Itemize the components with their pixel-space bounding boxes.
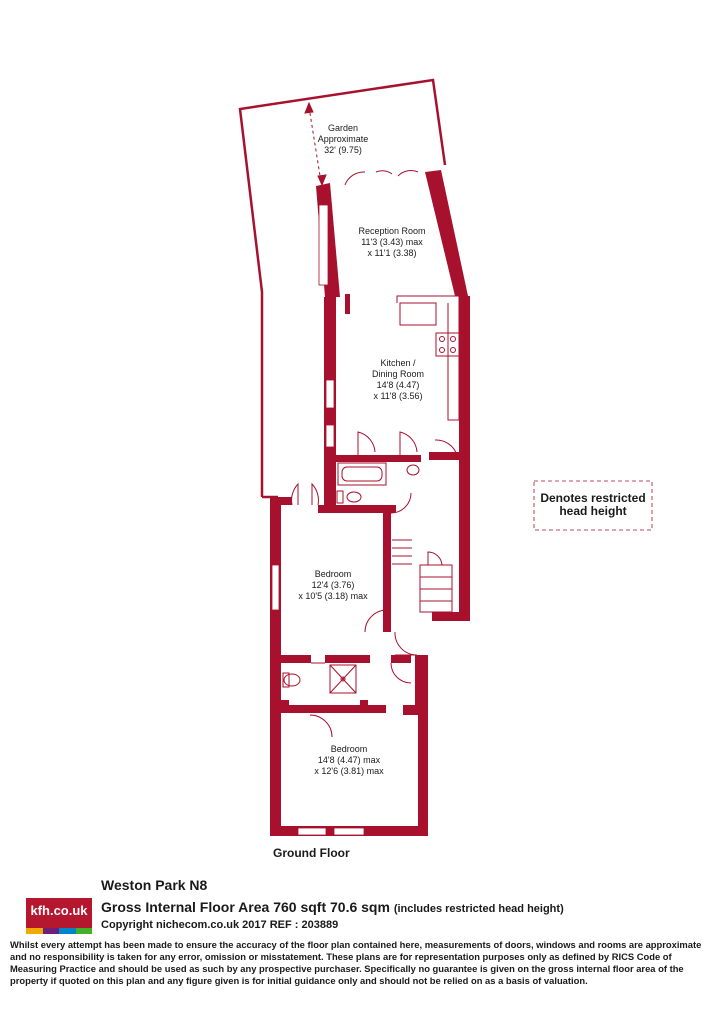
exterior-walls [270, 170, 470, 836]
bedroom2-label: Bedroom 14'8 (4.47) max x 12'6 (3.81) ma… [314, 744, 384, 776]
garden-dimension-arrow [304, 101, 327, 187]
svg-text:Bedroom: Bedroom [331, 744, 368, 754]
svg-text:Denotes restricted: Denotes restricted [540, 491, 645, 505]
garden-doors [344, 170, 419, 186]
logo-text: kfh.co.uk [30, 903, 88, 918]
windows [271, 204, 365, 836]
fixtures [282, 295, 460, 738]
logo-stripes [26, 928, 92, 934]
kitchen-label: Kitchen / Dining Room 14'8 (4.47) x 11'8… [372, 358, 424, 401]
svg-text:32' (9.75): 32' (9.75) [324, 145, 362, 155]
kfh-logo: kfh.co.uk [26, 898, 92, 934]
toilet [346, 491, 362, 503]
disclaimer: Whilst every attempt has been made to en… [10, 939, 702, 986]
svg-text:14'8 (4.47): 14'8 (4.47) [377, 380, 420, 390]
svg-text:Approximate: Approximate [318, 134, 369, 144]
svg-text:11'3 (3.43) max: 11'3 (3.43) max [361, 237, 423, 247]
svg-text:Dining Room: Dining Room [372, 369, 424, 379]
shower [329, 664, 357, 694]
svg-text:Kitchen /: Kitchen / [380, 358, 416, 368]
svg-text:Reception Room: Reception Room [358, 226, 425, 236]
floor-area-value: Gross Internal Floor Area 760 sqft 70.6 … [101, 899, 390, 915]
svg-text:14'8 (4.47) max: 14'8 (4.47) max [318, 755, 381, 765]
basin [406, 464, 420, 476]
floor-label: Ground Floor [273, 846, 350, 860]
svg-text:x 11'1 (3.38): x 11'1 (3.38) [367, 248, 416, 258]
svg-text:x 10'5 (3.18) max: x 10'5 (3.18) max [298, 591, 368, 601]
garden-label: Garden Approximate 32' (9.75) [318, 123, 369, 155]
svg-text:Garden: Garden [328, 123, 358, 133]
property-title: Weston Park N8 [101, 877, 208, 893]
bedroom1-label: Bedroom 12'4 (3.76) x 10'5 (3.18) max [298, 569, 368, 601]
svg-text:head height: head height [559, 504, 626, 518]
stairs [392, 539, 412, 565]
floor-area-note: (includes restricted head height) [393, 903, 564, 915]
floor-area: Gross Internal Floor Area 760 sqft 70.6 … [101, 899, 564, 915]
kitchen-sink [399, 302, 437, 326]
svg-text:12'4 (3.76): 12'4 (3.76) [312, 580, 355, 590]
bath [337, 462, 387, 486]
copyright: Copyright nichecom.co.uk 2017 REF : 2038… [101, 919, 339, 931]
svg-text:x 12'6 (3.81) max: x 12'6 (3.81) max [314, 766, 384, 776]
svg-text:x 11'8 (3.56): x 11'8 (3.56) [373, 391, 422, 401]
reception-label: Reception Room 11'3 (3.43) max x 11'1 (3… [358, 226, 425, 258]
svg-text:Bedroom: Bedroom [315, 569, 352, 579]
restricted-height-legend: Denotes restricted head height [533, 480, 653, 531]
